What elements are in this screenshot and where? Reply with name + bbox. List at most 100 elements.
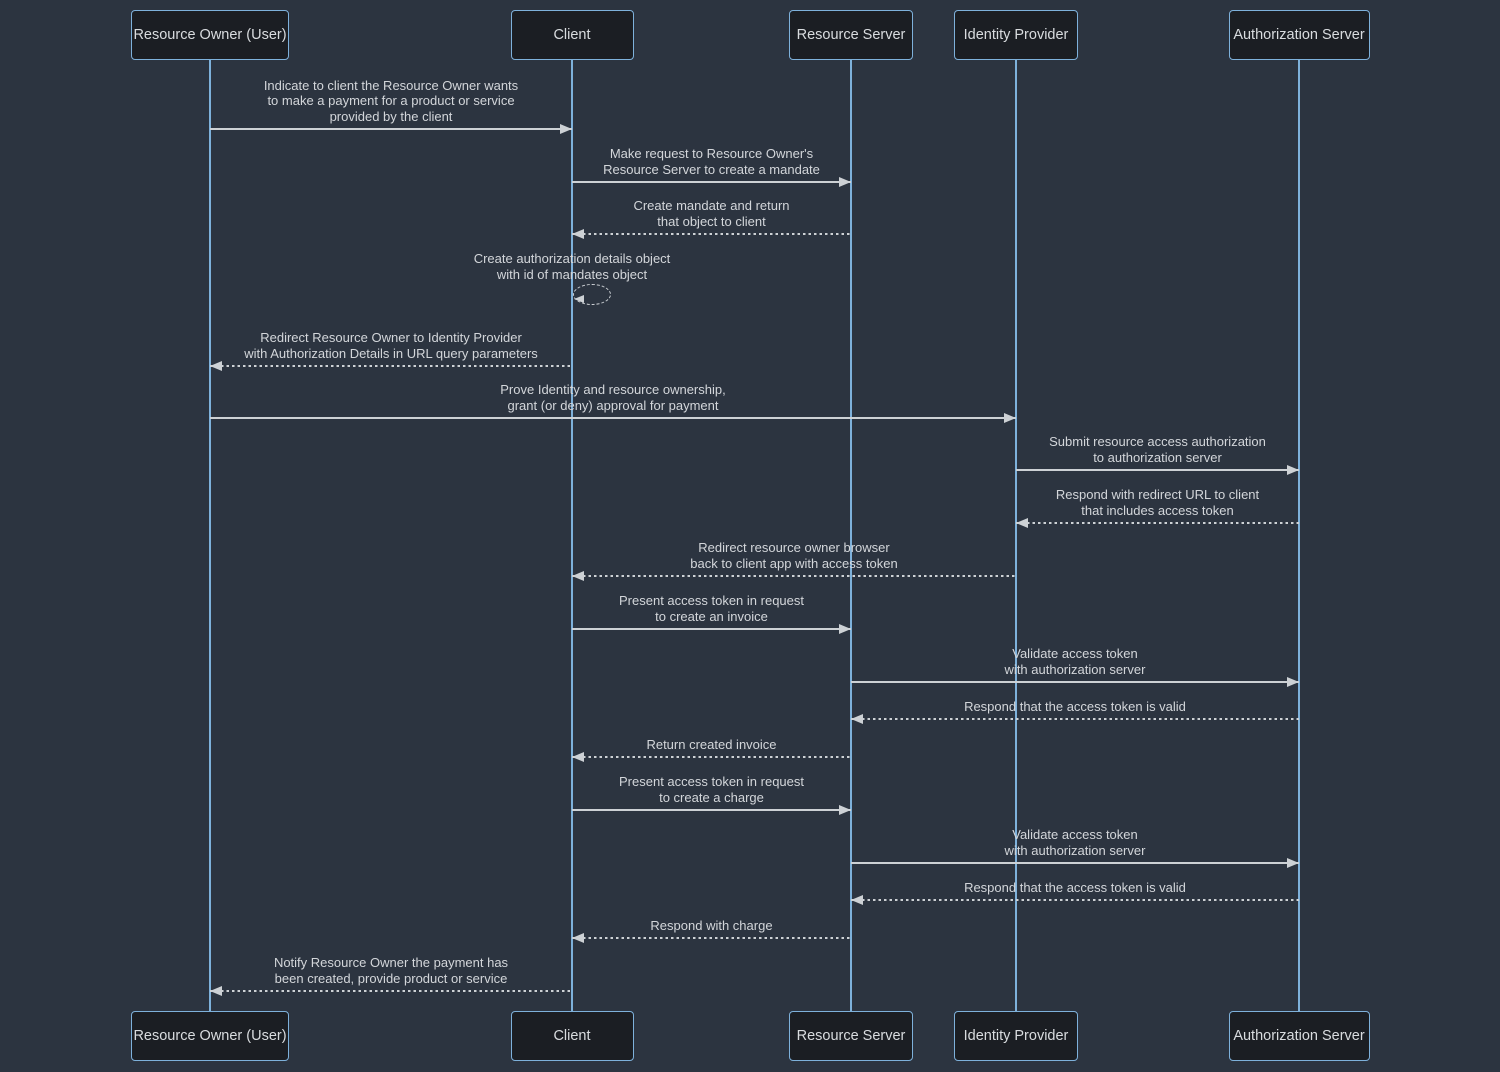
message-1-line: [210, 128, 572, 130]
message-text-line: Indicate to client the Resource Owner wa…: [263, 77, 519, 93]
message-13-line: [572, 756, 851, 758]
message-text-line: Validate access token: [1012, 646, 1138, 661]
message-text-line: Present access token in request: [619, 593, 804, 608]
message-3-arrowhead-icon: [572, 229, 584, 239]
lifeline-identity-provider: [1015, 60, 1017, 1012]
message-text-line: Respond that the access token is valid: [964, 879, 1186, 895]
message-text-line: Respond that the access token is valid: [964, 698, 1186, 714]
message-12-arrowhead-icon: [851, 714, 863, 724]
actor-box-top-resource-server: Resource Server: [789, 10, 913, 60]
actor-box-bottom-client: Client: [510, 1011, 634, 1061]
lifeline-authorization-server: [1298, 60, 1300, 1012]
message-7-arrowhead-icon: [1287, 465, 1299, 475]
message-6-arrowhead-icon: [1004, 413, 1016, 423]
message-text-line: Redirect Resource Owner to Identity Prov…: [260, 330, 522, 345]
message-13-arrowhead-icon: [572, 752, 584, 762]
message-1-label: Indicate to client the Resource Owner wa…: [71, 78, 711, 125]
message-17-label: Respond with charge: [392, 918, 1032, 934]
actor-box-bottom-resource-owner: Resource Owner (User): [131, 1011, 289, 1061]
message-text-line: Prove Identity and resource ownership,: [500, 382, 726, 397]
message-text-line: Submit resource access authorization: [1049, 434, 1266, 449]
message-12-line: [851, 718, 1299, 720]
message-14-arrowhead-icon: [839, 805, 851, 815]
message-text-line: to create a charge: [659, 789, 764, 805]
message-4-self-loop: [573, 284, 611, 305]
message-4-arrowhead-icon: [574, 295, 584, 303]
message-18-line: [210, 990, 572, 992]
message-17-arrowhead-icon: [572, 933, 584, 943]
actor-label: Resource Server: [796, 27, 906, 43]
actor-label: Authorization Server: [1233, 1028, 1365, 1044]
message-6-label: Prove Identity and resource ownership,gr…: [293, 382, 933, 413]
message-3-line: [572, 233, 851, 235]
message-text-line: Redirect resource owner browser: [698, 540, 890, 555]
message-text-line: Resource Server to create a mandate: [603, 161, 820, 177]
message-text-line: Validate access token: [1012, 827, 1138, 842]
message-18-arrowhead-icon: [210, 986, 222, 996]
message-text-line: provided by the client: [329, 108, 453, 124]
message-9-arrowhead-icon: [572, 571, 584, 581]
message-text-line: Notify Resource Owner the payment has: [273, 955, 509, 970]
message-text-line: to make a payment for a product or servi…: [267, 93, 515, 108]
message-8-arrowhead-icon: [1016, 518, 1028, 528]
actor-label: Resource Server: [796, 1028, 906, 1044]
message-16-line: [851, 899, 1299, 901]
actor-box-bottom-authorization-server: Authorization Server: [1228, 1011, 1370, 1061]
message-13-label: Return created invoice: [392, 737, 1032, 753]
message-text-line: Respond with redirect URL to client: [1055, 487, 1260, 502]
lifeline-resource-owner: [209, 60, 211, 1012]
lifeline-resource-server: [850, 60, 852, 1012]
message-2-line: [572, 181, 851, 183]
actor-label: Resource Owner (User): [133, 27, 287, 43]
actor-label: Resource Owner (User): [133, 1028, 287, 1044]
message-16-label: Respond that the access token is valid: [755, 880, 1395, 896]
actor-label: Client: [553, 27, 591, 43]
message-7-line: [1016, 469, 1299, 471]
message-15-arrowhead-icon: [1287, 858, 1299, 868]
message-16-arrowhead-icon: [851, 895, 863, 905]
actor-box-top-identity-provider: Identity Provider: [954, 10, 1078, 60]
message-14-line: [572, 809, 851, 811]
actor-label: Identity Provider: [963, 27, 1069, 43]
message-text-line: with authorization server: [1004, 661, 1146, 677]
message-text-line: with authorization server: [1004, 842, 1146, 858]
message-text-line: Respond with charge: [650, 917, 773, 933]
message-text-line: Present access token in request: [619, 774, 804, 789]
message-8-line: [1016, 522, 1299, 524]
message-6-line: [210, 417, 1016, 419]
message-text-line: with id of mandates object: [496, 266, 648, 282]
message-15-line: [851, 862, 1299, 864]
actor-box-bottom-identity-provider: Identity Provider: [954, 1011, 1078, 1061]
message-12-label: Respond that the access token is valid: [755, 699, 1395, 715]
message-text-line: back to client app with access token: [690, 555, 898, 571]
message-text-line: Create mandate and return: [633, 198, 790, 213]
message-9-line: [572, 575, 1016, 577]
actor-label: Identity Provider: [963, 1028, 1069, 1044]
message-17-line: [572, 937, 851, 939]
message-text-line: that object to client: [657, 213, 766, 229]
message-text-line: grant (or deny) approval for payment: [507, 397, 719, 413]
actor-box-bottom-resource-server: Resource Server: [789, 1011, 913, 1061]
message-5-arrowhead-icon: [210, 361, 222, 371]
message-10-arrowhead-icon: [839, 624, 851, 634]
message-text-line: to authorization server: [1093, 449, 1222, 465]
message-text-line: Return created invoice: [646, 736, 777, 752]
actor-box-top-resource-owner: Resource Owner (User): [131, 10, 289, 60]
actor-label: Authorization Server: [1233, 27, 1365, 43]
message-text-line: Create authorization details object: [473, 251, 671, 266]
message-text-line: Make request to Resource Owner's: [609, 146, 814, 161]
message-text-line: been created, provide product or service: [274, 970, 508, 986]
message-text-line: that includes access token: [1081, 502, 1234, 518]
